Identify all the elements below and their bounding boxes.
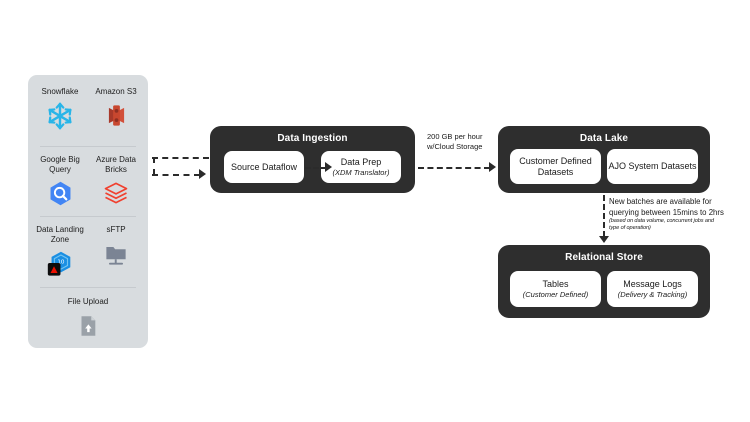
source-item-snowflake[interactable]: Snowflake	[32, 87, 88, 131]
throughput-annotation: 200 GB per hour w/Cloud Storage	[427, 132, 519, 152]
sftp-server-icon	[101, 239, 131, 269]
connector-sources-to-ingestion	[152, 157, 209, 159]
source-item-file-upload[interactable]: File Upload	[60, 297, 116, 341]
svg-text:10: 10	[57, 259, 65, 265]
source-item-data-landing-zone[interactable]: Data Landing Zone 10	[32, 225, 88, 278]
snowflake-icon	[45, 101, 75, 131]
source-row: Data Landing Zone 10 sFTP	[28, 225, 148, 278]
data-ingestion-group: Data Ingestion Source Dataflow Data Prep…	[210, 126, 415, 193]
connector-dataflow-to-prep	[305, 167, 327, 169]
panel-divider	[40, 216, 136, 217]
source-item-sftp[interactable]: sFTP	[88, 225, 144, 278]
batches-fine-2: type of operation)	[609, 225, 651, 231]
data-prep-sublabel: (XDM Translator)	[332, 168, 390, 177]
data-prep-box[interactable]: Data Prep (XDM Translator)	[321, 151, 401, 183]
batch-availability-annotation: New batches are available for querying b…	[609, 197, 737, 232]
arrowhead-to-data-lake	[489, 162, 496, 172]
batches-fine-1: (based on data volume, concurrent jobs a…	[609, 218, 714, 224]
tables-box[interactable]: Tables (Customer Defined)	[510, 271, 601, 307]
file-upload-icon	[73, 311, 103, 341]
source-dataflow-box[interactable]: Source Dataflow	[224, 151, 304, 183]
panel-divider	[40, 287, 136, 288]
source-row: Google Big Query Azure Data Bricks	[28, 155, 148, 208]
source-item-azure-databricks[interactable]: Azure Data Bricks	[88, 155, 144, 208]
ajo-system-datasets-box[interactable]: AJO System Datasets	[607, 149, 698, 184]
message-logs-label: Message Logs	[623, 279, 682, 289]
group-title: Data Ingestion	[277, 133, 348, 144]
amazon-s3-icon	[101, 101, 131, 131]
source-label: sFTP	[106, 225, 126, 234]
tables-label: Tables	[542, 279, 569, 289]
message-logs-sublabel: (Delivery & Tracking)	[617, 290, 688, 299]
batches-line-1: New batches are available for	[609, 197, 712, 206]
source-label: File Upload	[67, 297, 109, 306]
data-sources-panel: Snowflake	[28, 75, 148, 348]
group-title: Relational Store	[565, 252, 643, 263]
ajo-datasets-label: AJO System Datasets	[608, 161, 697, 171]
throughput-line-1: 200 GB per hour	[427, 132, 483, 141]
connector-sources-join	[153, 157, 155, 175]
azure-databricks-icon	[101, 178, 131, 208]
connector-sources-to-ingestion	[152, 174, 200, 176]
source-item-google-bigquery[interactable]: Google Big Query	[32, 155, 88, 208]
arrowhead-to-data-prep	[325, 162, 332, 172]
source-row: Snowflake	[28, 87, 148, 131]
source-label: Data Landing Zone	[36, 225, 84, 244]
arrowhead-to-relational-store	[599, 236, 609, 243]
batches-line-2: querying between 15mins to 2hrs	[609, 207, 724, 217]
google-bigquery-icon	[45, 178, 75, 208]
throughput-line-2: w/Cloud Storage	[427, 142, 483, 151]
source-label: Google Big Query	[40, 155, 80, 174]
adobe-data-landing-zone-icon: 10	[45, 248, 75, 278]
source-dataflow-label: Source Dataflow	[230, 161, 298, 172]
source-row: File Upload	[28, 297, 148, 341]
source-label: Snowflake	[41, 87, 79, 96]
connector-data-lake-to-relational-store	[603, 195, 605, 237]
customer-datasets-label: Customer Defined Datasets	[519, 155, 592, 177]
group-title: Data Lake	[579, 133, 629, 144]
customer-defined-datasets-box[interactable]: Customer Defined Datasets	[510, 149, 601, 184]
source-label: Amazon S3	[95, 87, 137, 96]
relational-store-group: Relational Store Tables (Customer Define…	[498, 245, 710, 318]
data-lake-group: Data Lake Customer Defined Datasets AJO …	[498, 126, 710, 193]
connector-ingestion-to-data-lake	[418, 167, 490, 169]
arrowhead-to-ingestion	[199, 169, 206, 179]
source-item-amazon-s3[interactable]: Amazon S3	[88, 87, 144, 131]
data-prep-label: Data Prep	[340, 157, 382, 167]
source-label: Azure Data Bricks	[95, 155, 137, 174]
panel-divider	[40, 146, 136, 147]
message-logs-box[interactable]: Message Logs (Delivery & Tracking)	[607, 271, 698, 307]
tables-sublabel: (Customer Defined)	[522, 290, 589, 299]
